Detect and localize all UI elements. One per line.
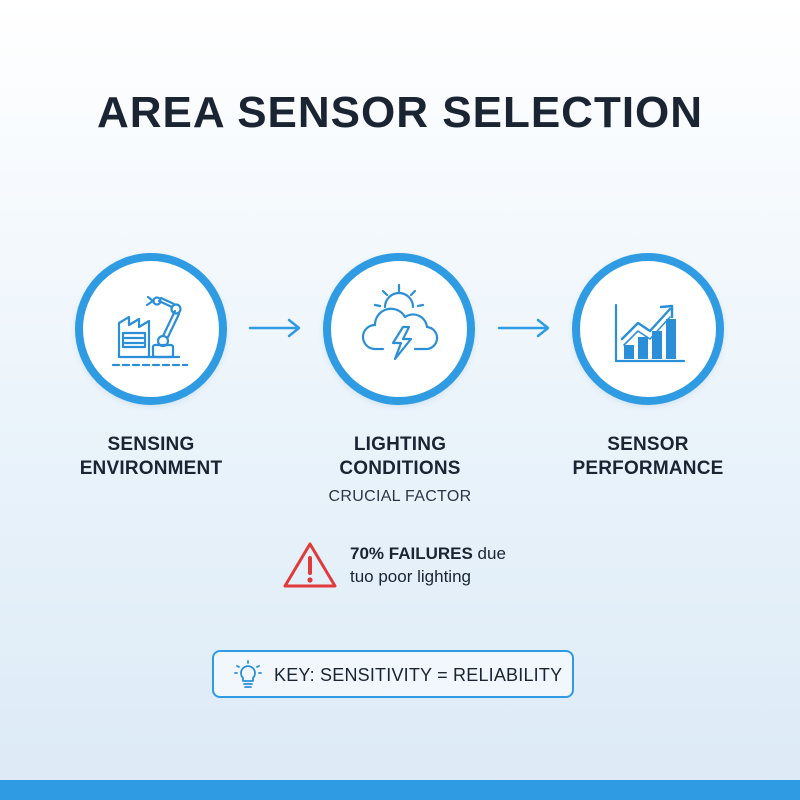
step-label-line1: SENSOR bbox=[607, 434, 689, 455]
arrow-right-icon bbox=[497, 318, 550, 338]
warning-text: 70% FAILURES due tuo poor lighting bbox=[350, 542, 506, 588]
warning-triangle-icon bbox=[283, 542, 337, 588]
step-sublabel: CRUCIAL FACTOR bbox=[328, 488, 472, 505]
step-label-lighting-conditions: LIGHTING CONDITIONS CRUCIAL FACTOR bbox=[300, 433, 500, 509]
sun-cloud-lightning-icon bbox=[361, 283, 439, 361]
step-label-line2: CONDITIONS bbox=[339, 458, 461, 479]
warning-rest: due bbox=[472, 544, 506, 563]
warning-callout: 70% FAILURES due tuo poor lighting bbox=[282, 538, 582, 598]
warning-line2: tuo poor lighting bbox=[350, 567, 471, 586]
step-label-sensor-performance: SENSOR PERFORMANCE bbox=[548, 433, 748, 481]
warning-emphasis: 70% FAILURES bbox=[350, 544, 473, 563]
step-label-line2: ENVIRONMENT bbox=[79, 458, 223, 479]
step-circle-sensing-environment bbox=[75, 253, 227, 405]
lightbulb-icon bbox=[234, 660, 262, 688]
key-text: KEY: SENSITIVITY = RELIABILITY bbox=[274, 665, 563, 685]
bar-chart-trend-icon bbox=[614, 303, 686, 363]
step-label-sensing-environment: SENSING ENVIRONMENT bbox=[51, 433, 251, 481]
step-circle-lighting-conditions bbox=[323, 253, 475, 405]
step-label-line2: PERFORMANCE bbox=[572, 458, 724, 479]
key-callout-box: KEY: SENSITIVITY = RELIABILITY bbox=[212, 650, 574, 698]
step-label-line1: SENSING bbox=[107, 434, 195, 455]
factory-robot-arm-icon bbox=[111, 295, 189, 367]
step-label-line1: LIGHTING bbox=[353, 434, 447, 455]
page-title: AREA SENSOR SELECTION bbox=[96, 88, 704, 137]
arrow-right-icon bbox=[248, 318, 301, 338]
bottom-accent-bar bbox=[0, 780, 800, 800]
step-circle-sensor-performance bbox=[572, 253, 724, 405]
